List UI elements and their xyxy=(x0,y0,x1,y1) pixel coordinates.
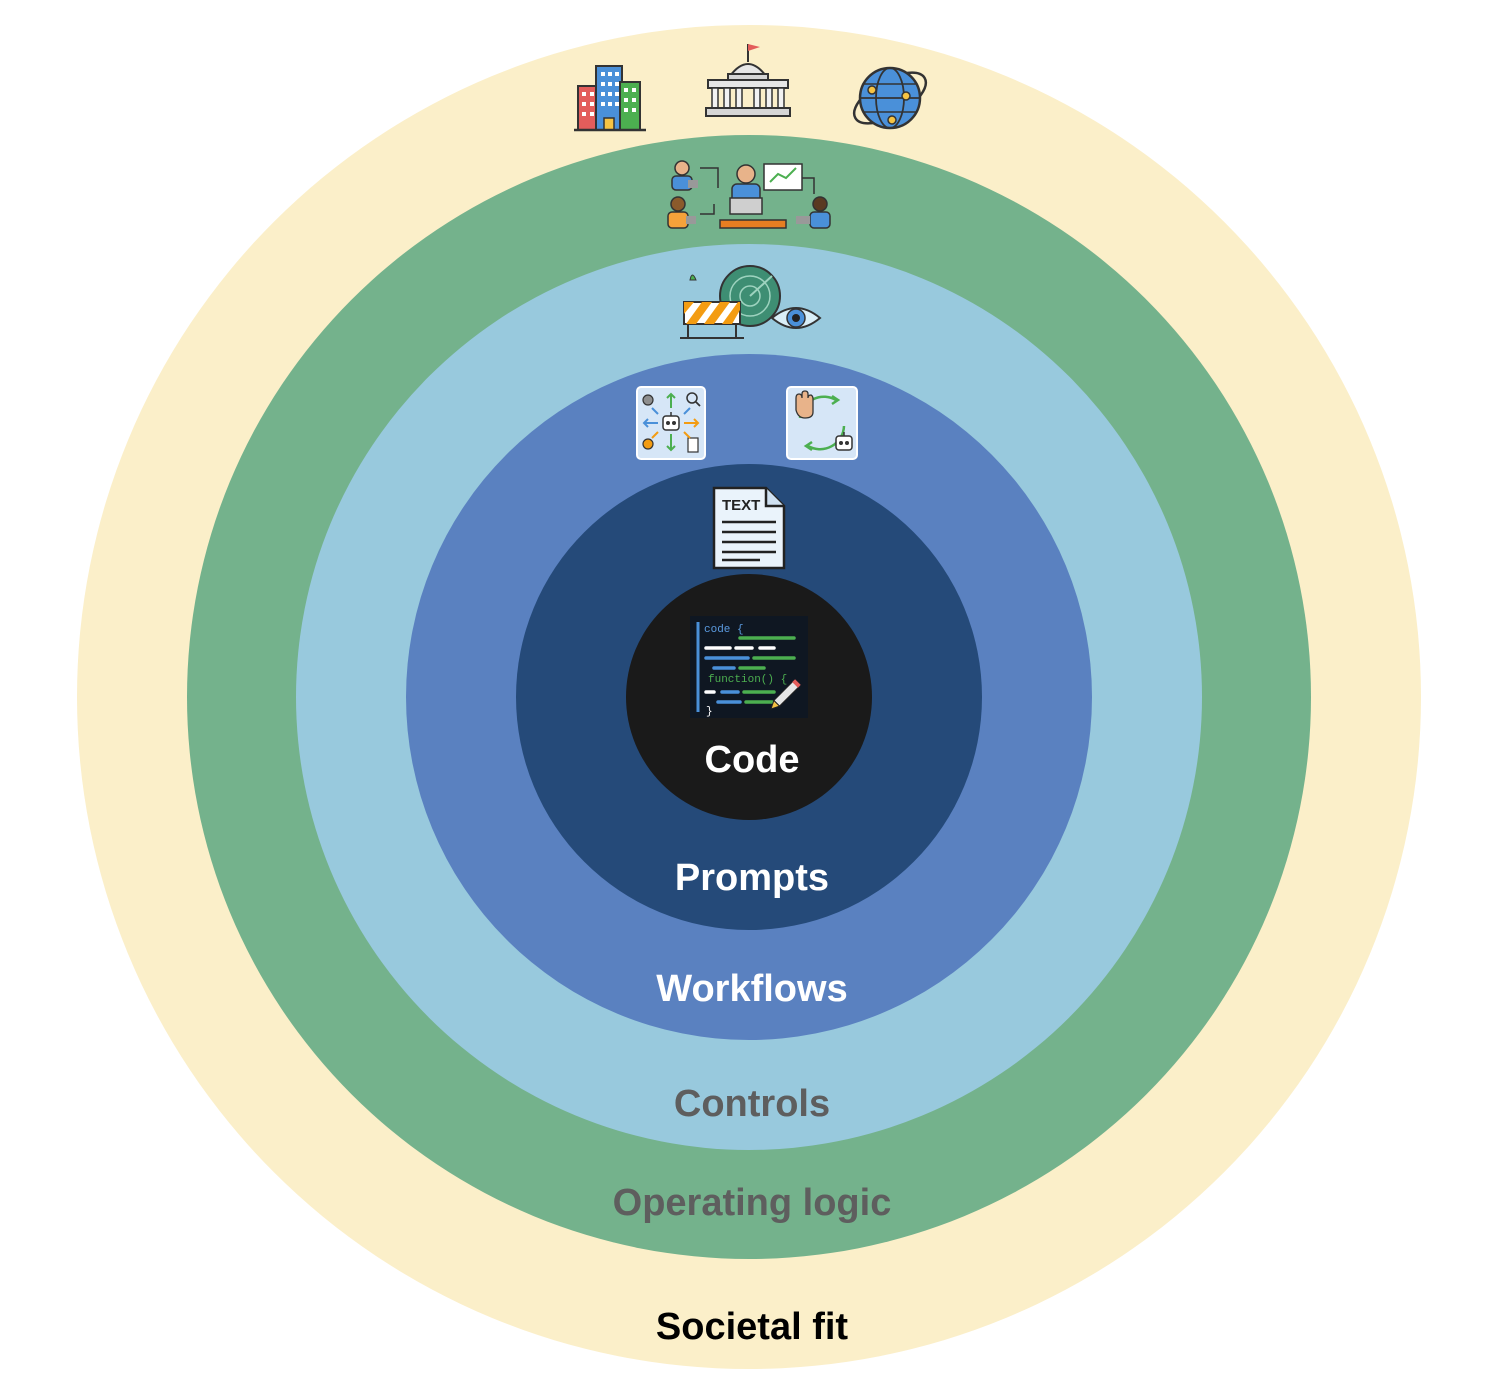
text-document-label: TEXT xyxy=(722,497,760,514)
label-prompts: Prompts xyxy=(674,857,830,899)
label-controls: Controls xyxy=(673,1083,831,1125)
label-operating-logic: Operating logic xyxy=(612,1182,892,1224)
human-in-loop-icon xyxy=(786,386,858,460)
agent-workflow-icon xyxy=(636,386,706,460)
government-capitol-icon xyxy=(705,44,791,117)
office-buildings-icon xyxy=(574,65,646,132)
monitoring-radar-barrier-icon xyxy=(680,265,822,339)
team-presentation-icon xyxy=(667,160,831,229)
code-snippet-line-3: } xyxy=(706,706,713,718)
label-societal-fit: Societal fit xyxy=(655,1306,849,1348)
code-snippet-line-2: function() { xyxy=(708,674,787,686)
label-code: Code xyxy=(704,739,800,781)
code-snippet-line-1: code { xyxy=(704,624,744,636)
code-editor-icon: code { function() { } xyxy=(690,616,808,718)
globe-network-icon xyxy=(852,66,928,130)
label-workflows: Workflows xyxy=(656,968,848,1010)
text-document-icon: TEXT xyxy=(712,486,786,570)
